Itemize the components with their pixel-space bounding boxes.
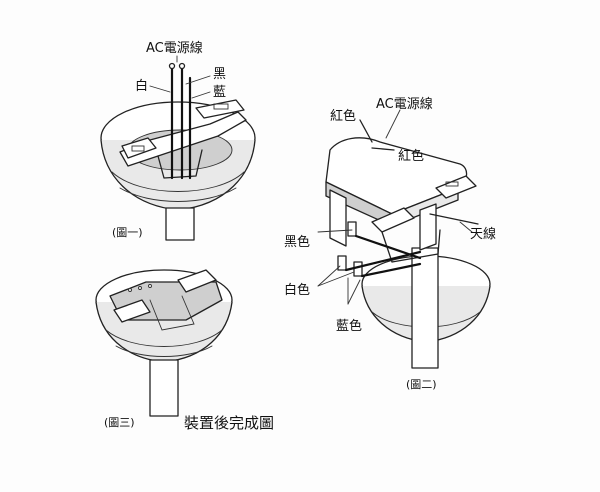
fig1-caption: (圖一) [112, 226, 143, 239]
fig2-red-left-label: 紅色 [330, 108, 356, 124]
fig1-white-label: 白 [135, 78, 148, 94]
fig1-black-label: 黑 [213, 67, 226, 82]
fig2-antenna-wire [429, 213, 479, 225]
fig2-blue-label: 藍色 [336, 318, 362, 334]
fig2-red-right-label: 紅色 [398, 148, 424, 164]
fig2-mount-bracket [371, 207, 415, 233]
fig2-antenna-label: 天線 [470, 226, 496, 242]
fig1-ac-wire-label: AC電源線 [146, 40, 203, 56]
fig2-black-label: 黑色 [284, 234, 310, 250]
fig2-caption: (圖二) [406, 378, 437, 391]
fig2-ac-wire-label: AC電源線 [376, 96, 433, 112]
fig2-white-label: 白色 [284, 282, 310, 298]
figure-3: (圖三) 裝置後完成圖 [95, 269, 274, 432]
fig3-caption: (圖三) [104, 416, 135, 429]
fig1-blue-label: 藍 [213, 85, 226, 100]
fig3-down-rod [149, 359, 179, 417]
fig1-down-rod [165, 207, 195, 241]
figure-2: AC電源線 紅色 紅色 黑色 白色 藍色 天線 (圖二) [284, 96, 496, 391]
fig3-complete-caption: 裝置後完成圖 [184, 414, 274, 432]
fig2-down-rod [411, 247, 439, 369]
figure-1: AC電源線 白 黑 藍 (圖一) [100, 40, 256, 241]
